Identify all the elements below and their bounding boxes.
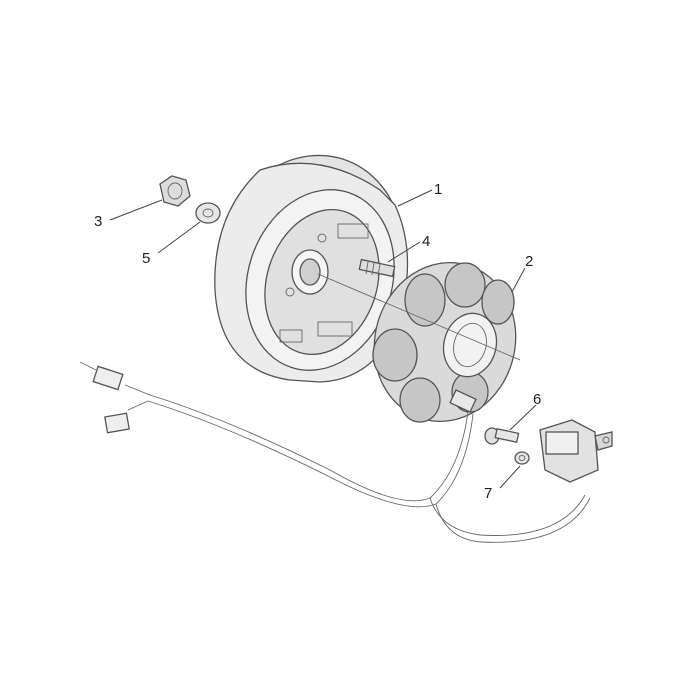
callout-3: 3 xyxy=(94,213,102,230)
callout-labels: 1 2 3 4 5 6 7 xyxy=(94,181,541,502)
callout-4: 4 xyxy=(422,233,430,250)
callout-1: 1 xyxy=(434,181,442,198)
callout-5: 5 xyxy=(142,250,150,267)
hex-nut xyxy=(159,175,191,207)
flywheel-rotor xyxy=(214,154,409,383)
assembly-axis-line xyxy=(317,273,521,361)
wiring-harness xyxy=(79,361,591,543)
callout-2: 2 xyxy=(525,253,533,270)
callout-leaders xyxy=(109,189,537,489)
callout-6: 6 xyxy=(533,391,541,408)
pickup-washer xyxy=(514,451,530,465)
pickup-screw xyxy=(484,427,520,445)
stud-bolt xyxy=(358,258,396,278)
callout-7: 7 xyxy=(484,485,492,502)
washer xyxy=(195,202,221,224)
pickup-coil xyxy=(539,419,613,483)
stator xyxy=(372,261,517,423)
